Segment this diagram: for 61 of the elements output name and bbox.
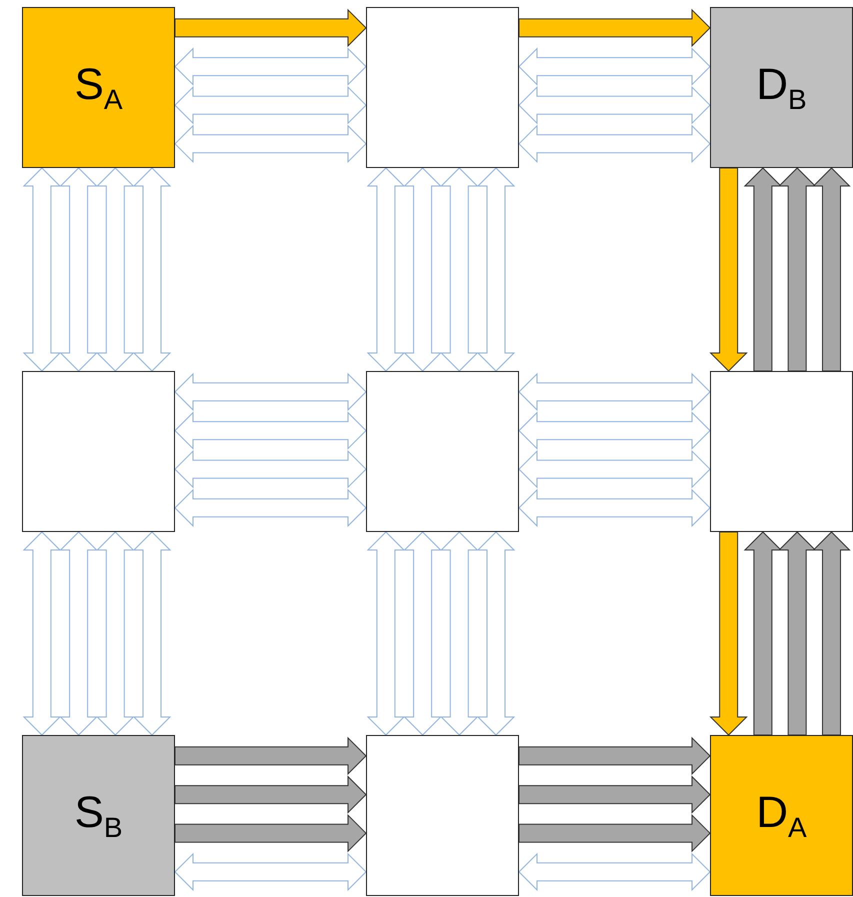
box-node bbox=[22, 371, 175, 532]
double-arrow bbox=[22, 167, 62, 372]
block-arrow bbox=[174, 736, 367, 776]
node-label: D$_{A}$ bbox=[756, 788, 807, 844]
double-arrow bbox=[476, 531, 516, 736]
double-arrow bbox=[96, 167, 134, 372]
node-box bbox=[22, 7, 175, 168]
double-arrow bbox=[366, 167, 406, 372]
double-arrow bbox=[440, 167, 478, 372]
double-arrow bbox=[518, 488, 711, 528]
double-arrow bbox=[174, 372, 367, 412]
double-arrow bbox=[59, 167, 98, 372]
block-arrow bbox=[518, 8, 711, 48]
double-arrow bbox=[518, 124, 711, 163]
block-arrow bbox=[812, 531, 851, 736]
double-arrow bbox=[174, 124, 367, 163]
double-arrow bbox=[174, 47, 367, 86]
block-arrow bbox=[812, 167, 851, 372]
block-arrow bbox=[518, 814, 711, 852]
block-arrow bbox=[518, 736, 711, 776]
double-arrow bbox=[174, 852, 367, 892]
double-arrow bbox=[174, 488, 367, 528]
node-label: S$_{A}$ bbox=[74, 60, 123, 116]
double-arrow bbox=[403, 531, 442, 736]
double-arrow bbox=[366, 531, 406, 736]
double-arrow bbox=[440, 531, 478, 736]
block-arrow bbox=[778, 531, 816, 736]
box-node bbox=[366, 735, 519, 896]
double-arrow bbox=[518, 86, 711, 124]
node-label: S$_{B}$ bbox=[74, 788, 123, 844]
block-arrow bbox=[174, 814, 367, 852]
double-arrow bbox=[518, 47, 711, 86]
double-arrow bbox=[174, 411, 367, 450]
double-arrow bbox=[518, 852, 711, 892]
block-arrow bbox=[174, 8, 367, 48]
block-arrow bbox=[778, 167, 816, 372]
double-arrow bbox=[132, 531, 172, 736]
double-arrow bbox=[174, 450, 367, 488]
double-arrow bbox=[174, 86, 367, 124]
box-node bbox=[366, 371, 519, 532]
node-label: D$_{B}$ bbox=[756, 60, 807, 116]
block-arrow bbox=[744, 167, 782, 372]
box-node bbox=[710, 371, 853, 532]
block-arrow bbox=[518, 775, 711, 814]
double-arrow bbox=[518, 450, 711, 488]
block-arrow bbox=[709, 168, 748, 372]
node-box bbox=[22, 735, 175, 896]
double-arrow bbox=[403, 167, 442, 372]
double-arrow bbox=[59, 531, 98, 736]
double-arrow bbox=[518, 411, 711, 450]
block-arrow bbox=[709, 532, 748, 736]
double-arrow bbox=[476, 167, 516, 372]
double-arrow bbox=[518, 372, 711, 412]
node-box bbox=[710, 735, 853, 896]
box-node bbox=[366, 7, 519, 168]
double-arrow bbox=[22, 531, 62, 736]
block-arrow bbox=[744, 531, 782, 736]
double-arrow bbox=[132, 167, 172, 372]
node-box bbox=[710, 7, 853, 168]
block-arrow bbox=[174, 775, 367, 814]
double-arrow bbox=[96, 531, 134, 736]
